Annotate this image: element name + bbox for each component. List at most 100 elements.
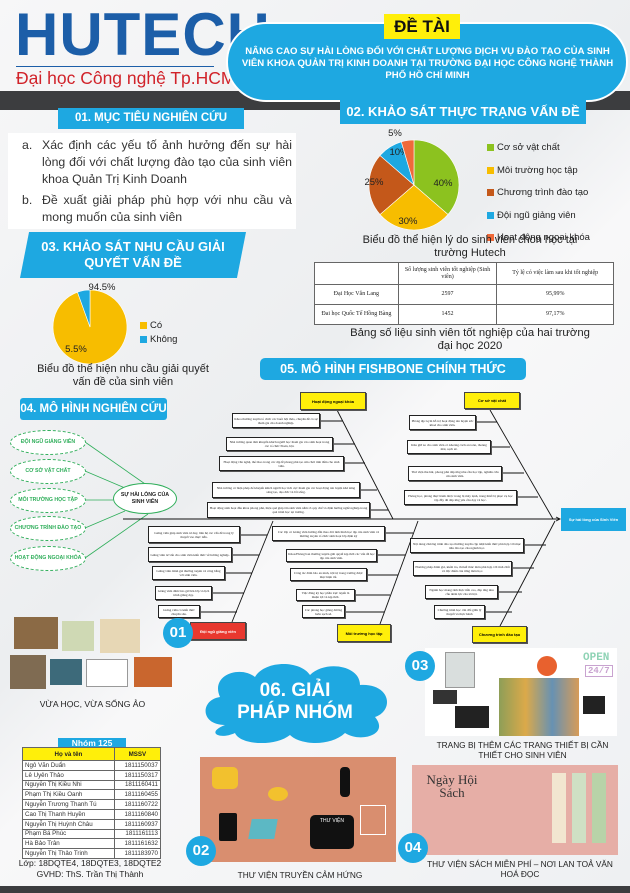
- fishbone-category-lecturers: Đội ngũ giảng viên: [190, 622, 246, 640]
- table-header-row: Số lượng sinh viên tốt nghiệp (Sinh viên…: [314, 262, 614, 285]
- section4-title: 04. MÔ HÌNH NGHIÊN CỨU: [20, 398, 167, 420]
- pie-slice: [379, 184, 449, 231]
- table-cell: 97,17%: [496, 304, 614, 325]
- pie-slice-label: 25%: [364, 177, 384, 188]
- photo-book-cover: [50, 659, 82, 685]
- pie-slice-label: 5.5%: [65, 344, 87, 355]
- table-cell: 1452: [397, 304, 498, 325]
- fishbone-category-curriculum: Chương trình đào tạo: [472, 626, 527, 643]
- legend-item: Cơ sở vật chất: [487, 142, 560, 153]
- legend-swatch: [487, 211, 494, 219]
- model-connectors: [84, 441, 149, 559]
- photo-library: [10, 655, 46, 689]
- fishbone-cause: Các phòng học giảng đường luôn sạch sẽ.: [302, 605, 345, 618]
- member-name: Phạm Thị Kiều Oanh: [22, 789, 115, 801]
- photo-reading: [62, 621, 94, 651]
- member-id: 1811160722: [113, 799, 162, 810]
- fishbone-cause: Giảng viên đánh giá thường xuyên và công…: [152, 566, 225, 580]
- fishbone-category-facilities: Cơ sở vật chất: [464, 392, 520, 409]
- pie-slice: [413, 139, 460, 215]
- member-id: 1811160937: [113, 818, 162, 830]
- member-id: 1811150317: [113, 769, 162, 781]
- member-id: 1811150037: [113, 760, 162, 771]
- legend-swatch: [140, 336, 147, 343]
- cloud-shape: [205, 663, 387, 744]
- member-name: Phạm Bá Phúc: [22, 828, 115, 840]
- legend-swatch: [487, 144, 494, 151]
- legend-item: Chương trình đào tạo: [487, 187, 588, 198]
- scanner-icon: [433, 690, 457, 704]
- fishbone-cause: Giảng viên đảm bảo giờ lên lớp và lịch t…: [155, 586, 212, 600]
- pie-slice: [400, 139, 415, 186]
- objective-a: a.Xác định các yếu tố ảnh hưởng đến sự h…: [22, 137, 292, 188]
- fishbone-cause: Việc đăng ký học phần trực tuyến là thuậ…: [296, 589, 355, 601]
- legend-label: Đội ngũ giảng viên: [497, 209, 576, 221]
- objective-text: Đề xuất giải pháp phù hợp với nhu cầu và…: [42, 193, 292, 224]
- book-fair-title: Ngày Hội Sách: [422, 773, 482, 799]
- solution1-image-collage: [10, 615, 172, 695]
- laptop-icon: [248, 819, 278, 839]
- photo-sketch: [86, 659, 128, 687]
- photo-furniture: [134, 657, 172, 687]
- stool-icon: [268, 787, 288, 801]
- fishbone-cause: Khoa/Phòng ban thường xuyên giải quyết k…: [286, 549, 377, 562]
- class-list: Lớp: 18DQTE4, 18DQTE3, 18DQTE2: [18, 858, 162, 868]
- member-name: Lê Uyên Thảo: [22, 769, 115, 781]
- objectives-box: a.Xác định các yếu tố ảnh hưởng đến sự h…: [8, 133, 296, 229]
- member-name: Nguyễn Thị Huỳnh Châu: [22, 818, 115, 830]
- fishbone-cause: Thư viện thu hút, phong phú đáp ứng nhu …: [408, 466, 502, 481]
- model-factor-curriculum: CHƯƠNG TRÌNH ĐÀO TẠO: [10, 516, 86, 541]
- model-factor-extracurricular: HOẠT ĐỘNG NGOẠI KHÓA: [10, 546, 86, 571]
- fishbone-cause: Phòng tập Gym hỗ trợ hoạt động rèn luyện…: [409, 415, 476, 430]
- graduates-table: Số lượng sinh viên tốt nghiệp (Sinh viên…: [314, 262, 614, 325]
- legend-swatch: [487, 166, 494, 174]
- book-fair-line1: Ngày Hội: [426, 772, 478, 787]
- legend-item: Môi trường học tập: [487, 165, 578, 176]
- film-reel-icon: [537, 656, 557, 676]
- legend-item: Không: [140, 334, 177, 345]
- solution1-caption: VỪA HỌC, VỪA SỐNG ẢO: [39, 699, 146, 709]
- objective-marker: a.: [22, 138, 33, 152]
- pie-slice: [77, 289, 91, 328]
- fishbone-category-extracurricular: Hoạt động ngoại khóa: [300, 392, 366, 410]
- member-id: 1811160455: [113, 789, 162, 801]
- logo-subtitle: Đại học Công nghệ Tp.HCM: [16, 68, 236, 88]
- solution1-number: 01: [163, 618, 193, 648]
- team-footer: Lớp: 18DQTE4, 18DQTE3, 18DQTE2 GVHD: ThS…: [10, 858, 170, 880]
- model-factor-facilities: CƠ SỞ VẬT CHẤT: [10, 459, 86, 484]
- fishbone-cause: Hoạt động sinh hoạt đầu khóa phong phú, …: [207, 502, 370, 518]
- model-factor-environment: MÔI TRƯỜNG HỌC TẬP: [10, 488, 86, 513]
- member-name: Hà Bảo Trân: [22, 838, 115, 850]
- armchair-icon: [212, 767, 238, 789]
- library-card-label: THƯ VIỆN: [320, 818, 344, 824]
- printer-icon: [455, 706, 489, 728]
- fishbone-category-environment: Môi trường học tập: [337, 624, 391, 642]
- topic-label: ĐỀ TÀI: [384, 14, 460, 39]
- section2-title: 02. KHẢO SÁT THỰC TRẠNG VẤN ĐỀ: [340, 100, 586, 124]
- pie-chart-demand: 94.5%5.5%: [52, 282, 128, 365]
- legend-label: Không: [150, 334, 178, 345]
- topic-text: NÂNG CAO SỰ HÀI LÒNG ĐỐI VỚI CHẤT LƯỢNG …: [241, 46, 614, 81]
- fishbone-head: Sự hài lòng của Sinh Viên: [561, 508, 626, 531]
- pie-slice-label: 30%: [398, 216, 418, 227]
- fishbone-cause: Hoạt động văn nghệ, thể thao trong các d…: [219, 456, 344, 471]
- book-fair-line2: Sách: [439, 785, 465, 800]
- member-name: Cao Thị Thanh Huyền: [22, 808, 115, 820]
- presentation-icon: [360, 805, 386, 835]
- logo-divider: [16, 66, 214, 67]
- solution2-image: THƯ VIỆN: [200, 757, 396, 862]
- library-card: THƯ VIỆN: [310, 815, 354, 849]
- solution2-caption: THƯ VIỆN TRUYỀN CẢM HỨNG: [237, 870, 363, 880]
- objective-b: b.Đề xuất giải pháp phù hợp với nhu cầu …: [22, 192, 292, 226]
- solution4-image: Ngày Hội Sách: [412, 765, 618, 855]
- fishbone-cause: Ngành học mang tính thực tiễn cao, đáp ứ…: [425, 585, 498, 599]
- member-name: Nguyễn Trương Thanh Tú: [22, 799, 115, 810]
